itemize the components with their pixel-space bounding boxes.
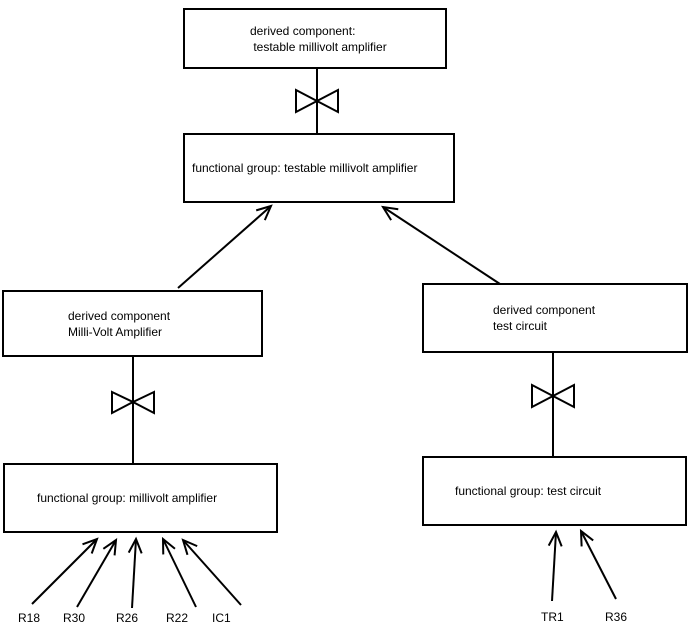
node-derived-test-circuit: derived component test circuit [422, 283, 688, 353]
arrow-right-derived-to-top-functional [381, 205, 501, 285]
node-label: Milli-Volt Amplifier [68, 324, 163, 339]
component-label-r22: R22 [166, 611, 189, 625]
node-functional-group-test-circuit: functional group: test circuit [422, 456, 687, 526]
node-label: functional group: test circuit [455, 484, 602, 498]
arrow-r26 [127, 536, 143, 609]
node-label: testable millivolt amplifier [250, 39, 387, 54]
component-label-tr1: TR1 [541, 610, 564, 624]
node-label: derived component [68, 308, 171, 323]
component-label-r30: R30 [63, 611, 86, 625]
component-label-r26: R26 [116, 611, 139, 625]
bowtie-icon [295, 88, 339, 114]
arrow-r36 [579, 528, 617, 600]
node-label: derived component [493, 303, 596, 317]
node-label: functional group: millivolt amplifier [37, 491, 218, 505]
bowtie-icon [531, 383, 575, 409]
node-functional-group-testable-millivolt-amplifier: functional group: testable millivolt amp… [183, 133, 455, 203]
component-label-ic1: IC1 [212, 611, 231, 625]
component-label-r18: R18 [18, 611, 41, 625]
arrow-left-derived-to-top-functional [177, 204, 273, 289]
node-functional-group-millivolt-amplifier: functional group: millivolt amplifier [3, 463, 278, 533]
node-derived-milli-volt-amplifier: derived component Milli-Volt Amplifier [2, 290, 263, 357]
node-label: functional group: testable millivolt amp… [192, 161, 418, 175]
arrow-r22 [161, 536, 197, 608]
arrow-ic1 [181, 538, 242, 606]
arrow-tr1 [547, 529, 563, 602]
arrow-r30 [76, 537, 118, 608]
node-label: test circuit [493, 319, 548, 333]
node-label: derived component: [250, 23, 356, 38]
node-derived-testable-millivolt-amplifier: derived component: testable millivolt am… [183, 8, 447, 69]
component-label-r36: R36 [605, 610, 628, 624]
bowtie-icon [111, 390, 155, 415]
arrow-r18 [31, 537, 99, 605]
